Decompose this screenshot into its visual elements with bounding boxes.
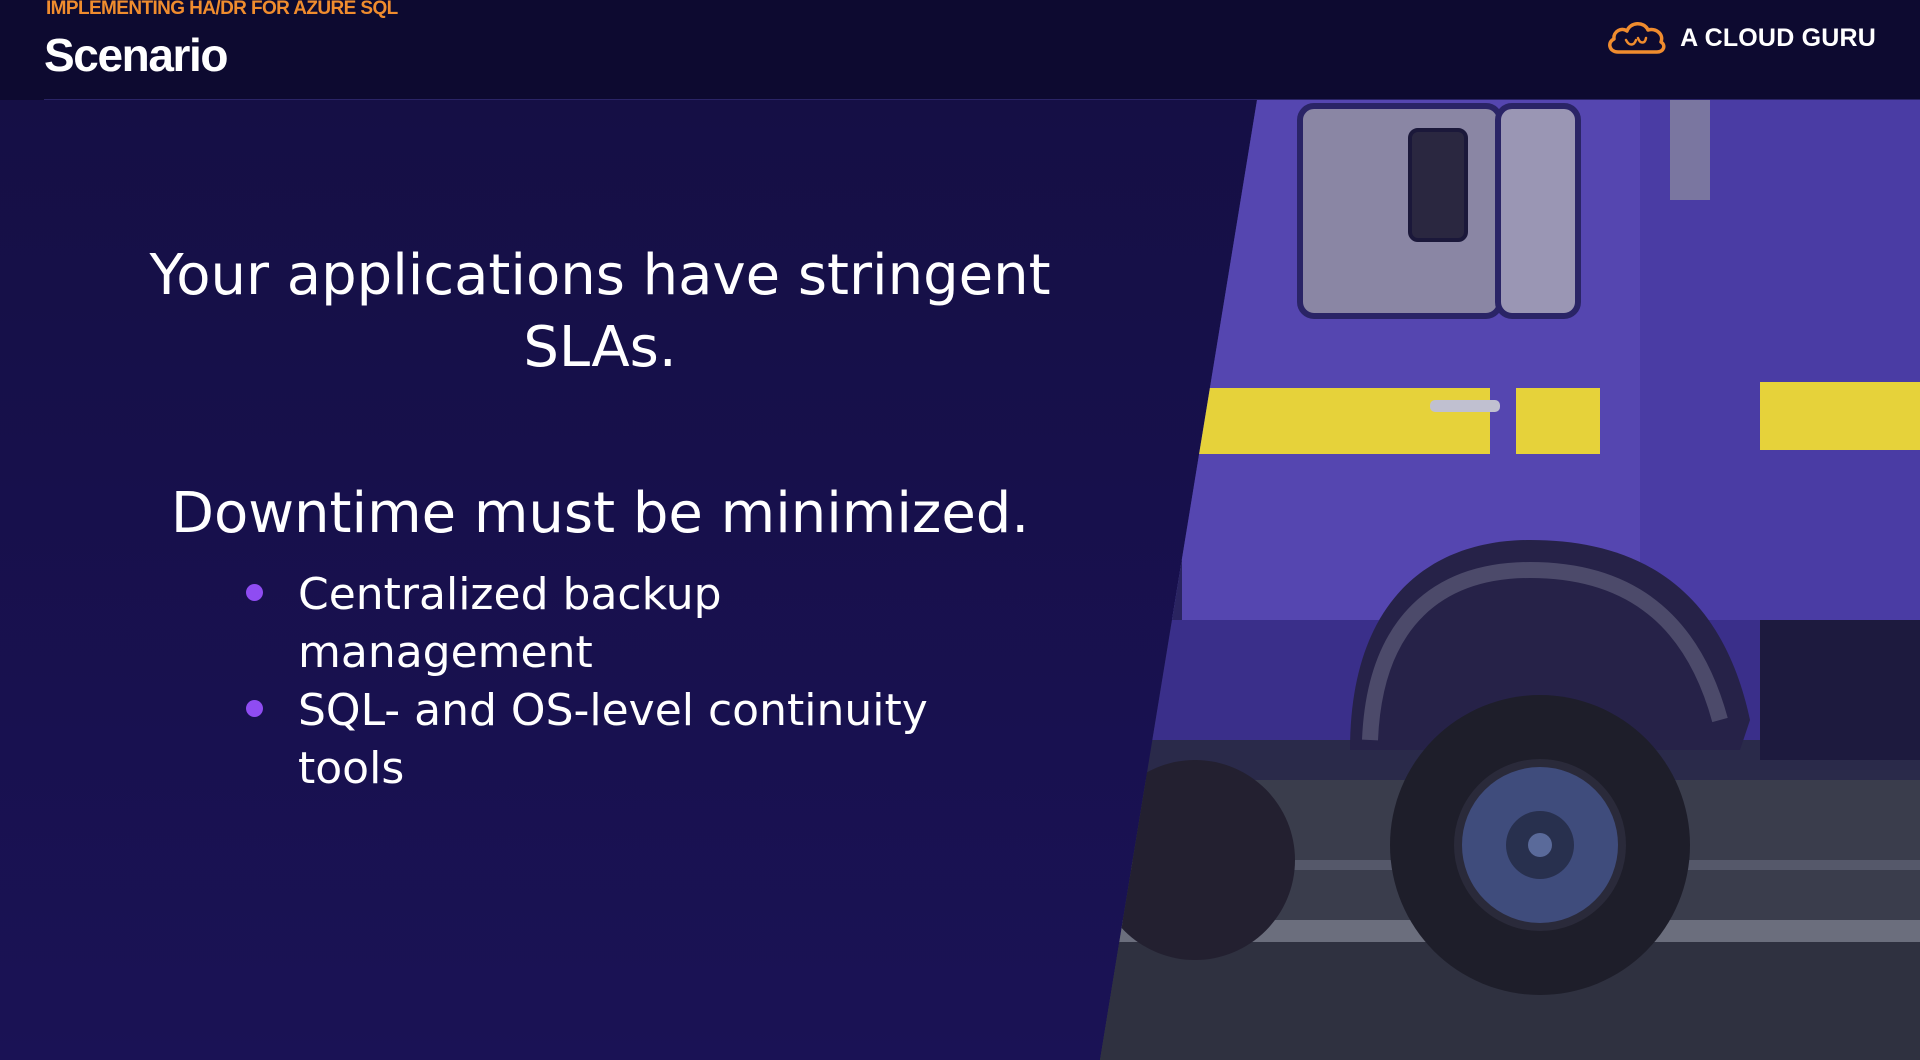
cloud-icon bbox=[1608, 22, 1666, 54]
truck-photo-illustration bbox=[1100, 100, 1920, 1060]
header-divider bbox=[44, 99, 1920, 100]
truck-photo bbox=[1100, 100, 1920, 1060]
subheadline: Downtime must be minimized. bbox=[170, 481, 1030, 546]
bullet-item: SQL- and OS-level continuity tools bbox=[240, 682, 1020, 798]
bullet-list: Centralized backup management SQL- and O… bbox=[240, 566, 1020, 798]
header-bar bbox=[0, 0, 1920, 100]
course-title: IMPLEMENTING HA/DR FOR AZURE SQL bbox=[46, 0, 398, 19]
bullet-item: Centralized backup management bbox=[240, 566, 1020, 682]
bullet-text: SQL- and OS-level continuity tools bbox=[298, 685, 928, 794]
bullet-dot bbox=[246, 700, 263, 717]
bullet-dot bbox=[246, 584, 263, 601]
brand-name: A CLOUD GURU bbox=[1680, 23, 1876, 52]
headline: Your applications have stringent SLAs. bbox=[149, 243, 1051, 380]
slide-title: Scenario bbox=[44, 29, 229, 81]
brand-logo: A CLOUD GURU bbox=[1604, 18, 1876, 58]
content-area: Your applications have stringent SLAs. D… bbox=[0, 100, 1200, 1060]
bullet-text: Centralized backup management bbox=[298, 569, 722, 678]
